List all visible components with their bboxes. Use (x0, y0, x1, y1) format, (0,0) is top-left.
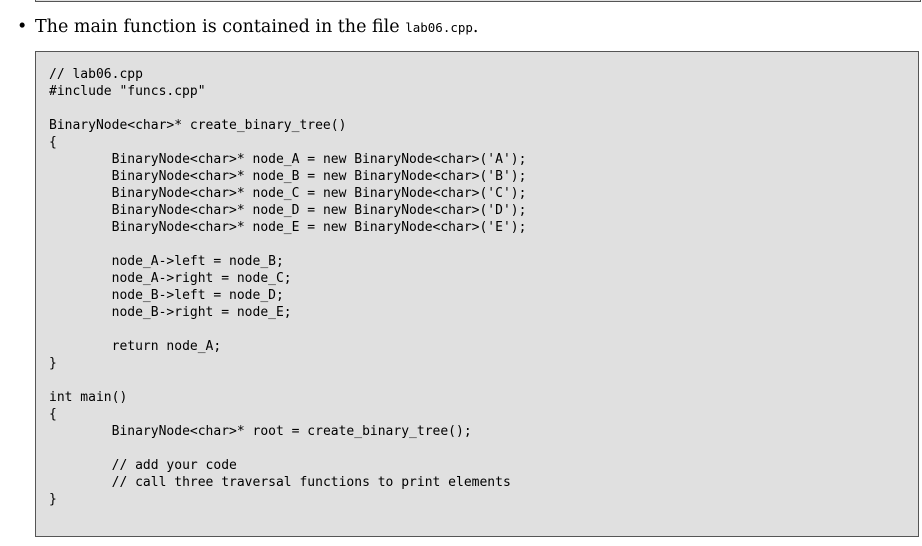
code-line: BinaryNode<char>* create_binary_tree() (49, 118, 347, 133)
code-line: { (49, 407, 57, 422)
code-line: node_B->left = node_D; (49, 288, 284, 303)
code-line: #include "funcs.cpp" (49, 84, 206, 99)
code-line: BinaryNode<char>* node_E = new BinaryNod… (49, 220, 527, 235)
code-line: return node_A; (49, 339, 222, 354)
code-line: } (49, 356, 57, 371)
code-line (49, 321, 918, 338)
code-line: BinaryNode<char>* node_C = new BinaryNod… (49, 186, 527, 201)
code-line: BinaryNode<char>* node_D = new BinaryNod… (49, 203, 527, 218)
code-line (49, 372, 918, 389)
code-line: BinaryNode<char>* node_A = new BinaryNod… (49, 152, 527, 167)
code-line: node_A->left = node_B; (49, 254, 284, 269)
code-line: { (49, 135, 57, 150)
code-block: // lab06.cpp #include "funcs.cpp" BinaryNo… (35, 51, 919, 537)
code-line (49, 440, 918, 457)
code-line: node_B->right = node_E; (49, 305, 292, 320)
code-line: BinaryNode<char>* root = create_binary_t… (49, 424, 472, 439)
code-line: // lab06.cpp (49, 67, 143, 82)
code-line (49, 100, 918, 117)
code-line: } (49, 492, 57, 507)
previous-code-block-edge (35, 0, 921, 2)
code-line: BinaryNode<char>* node_B = new BinaryNod… (49, 169, 527, 184)
code-line (49, 236, 918, 253)
bullet-icon: • (17, 17, 28, 37)
intro-text: The main function is contained in the fi… (35, 17, 406, 37)
code-line: // add your code (49, 458, 237, 473)
filename-code: lab06.cpp (405, 20, 473, 35)
code-line: node_A->right = node_C; (49, 271, 292, 286)
code-line: int main() (49, 390, 128, 405)
intro-text-end: . (472, 17, 479, 37)
code-line: // call three traversal functions to pri… (49, 475, 511, 490)
intro-bullet-item: • The main function is contained in the f… (17, 16, 479, 39)
